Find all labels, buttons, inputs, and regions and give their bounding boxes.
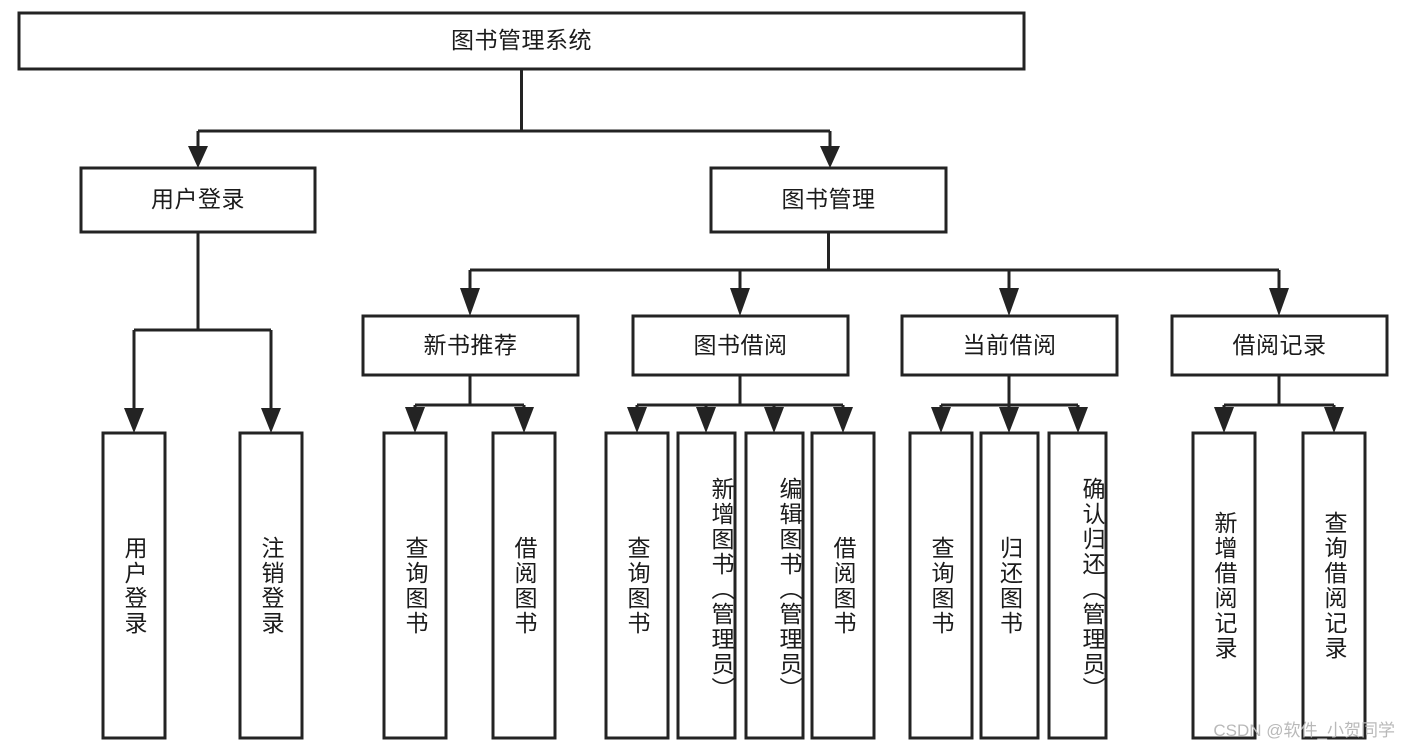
node-box-leaf-current-borrow-0[interactable] (908, 431, 974, 740)
node-box-leaf-borrow-record-1[interactable] (1301, 431, 1367, 740)
arrow-head-new-book (460, 288, 480, 316)
node-box-leaf-user-login-0[interactable] (101, 431, 167, 740)
node-box-leaf-book-borrow-2[interactable] (744, 431, 805, 740)
node-box-leaf-borrow-record-0[interactable] (1191, 431, 1257, 740)
node-box-leaf-new-book-1[interactable] (491, 431, 557, 740)
arrow-head-leaf-user-login-1 (261, 408, 281, 433)
arrow-head-leaf-new-book-0 (405, 407, 425, 433)
arrow-head-book-borrow (730, 288, 750, 316)
node-box-leaf-user-login-1[interactable] (238, 431, 304, 740)
arrow-head-current-borrow (999, 288, 1019, 316)
node-box-current-borrow[interactable] (900, 314, 1119, 377)
node-box-leaf-current-borrow-2[interactable] (1047, 431, 1108, 740)
node-box-new-book-recommend[interactable] (361, 314, 580, 377)
node-box-borrow-record[interactable] (1170, 314, 1389, 377)
arrow-head-leaf-borrow-record-0 (1214, 407, 1234, 433)
arrow-head-leaf-book-borrow-3 (833, 407, 853, 433)
node-box-leaf-book-borrow-1[interactable] (676, 431, 737, 740)
watermark-text: CSDN @软件_小贺同学 (1213, 721, 1395, 740)
arrow-head-leaf-current-borrow-1 (999, 407, 1019, 433)
arrow-head-leaf-borrow-record-1 (1324, 407, 1344, 433)
node-box-leaf-book-borrow-0[interactable] (604, 431, 670, 740)
arrow-head-leaf-book-borrow-0 (627, 407, 647, 433)
arrow-head-leaf-book-borrow-2 (764, 407, 784, 433)
arrow-head-leaf-current-borrow-2 (1068, 407, 1088, 433)
node-box-leaf-current-borrow-1[interactable] (979, 431, 1040, 740)
node-box-leaf-book-borrow-3[interactable] (810, 431, 876, 740)
node-box-book-manage[interactable] (709, 166, 948, 234)
arrow-head-leaf-current-borrow-0 (931, 407, 951, 433)
node-box-leaf-new-book-0[interactable] (382, 431, 448, 740)
arrow-head-borrow-record (1269, 288, 1289, 316)
arrow-head-leaf-book-borrow-1 (696, 407, 716, 433)
arrow-head-leaf-new-book-1 (514, 407, 534, 433)
node-box-book-borrow[interactable] (631, 314, 850, 377)
arrow-head-user-login (188, 146, 208, 168)
node-box-user-login[interactable] (79, 166, 317, 234)
arrow-head-leaf-user-login-0 (124, 408, 144, 433)
arrow-head-book-manage (820, 146, 840, 168)
node-box-root[interactable] (17, 11, 1026, 71)
